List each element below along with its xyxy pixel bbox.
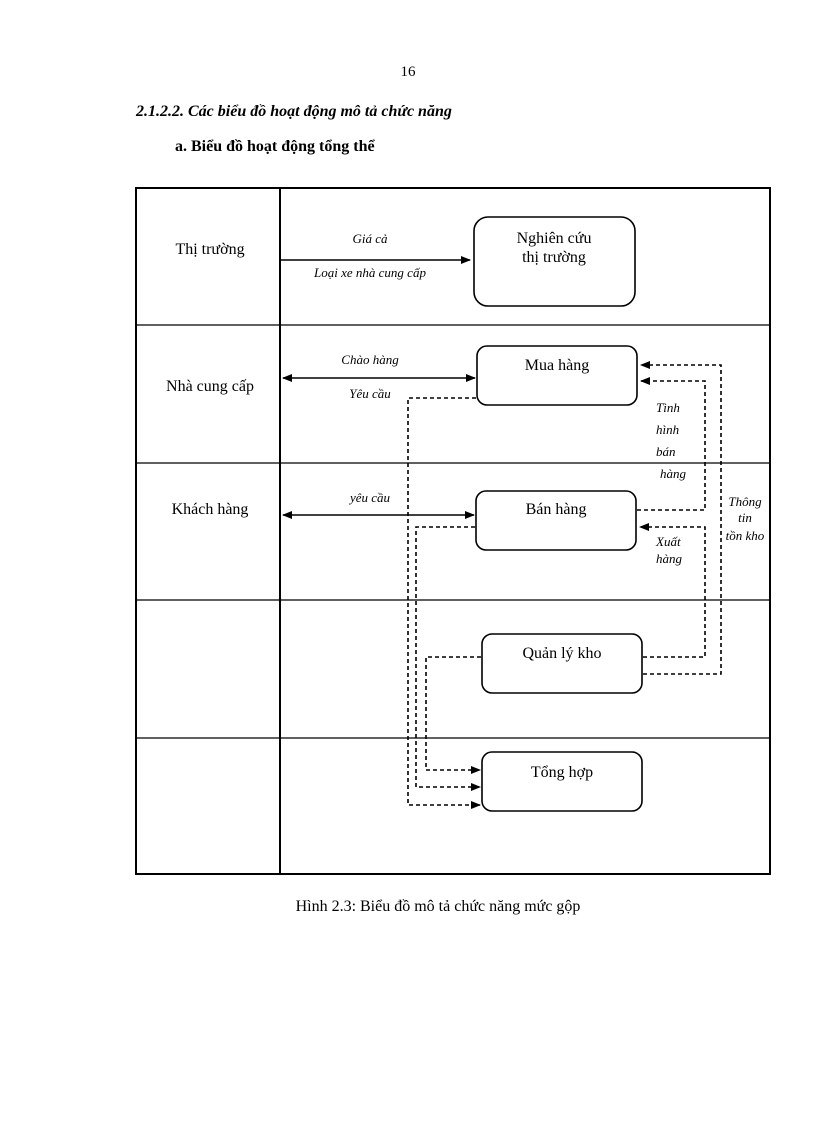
activity-label-quan-ly-kho: Quản lý kho	[522, 645, 601, 662]
activity-label-ban-hang: Bán hàng	[526, 501, 587, 518]
flow-quan-ly-kho-to-ban-hang	[639, 523, 706, 658]
page-number: 16	[400, 64, 416, 80]
flow-label-xuat-hang-2: hàng	[656, 551, 683, 566]
lane-label-thi-truong: Thị trường	[175, 241, 244, 258]
flow-ban-hang-to-tong-hop	[415, 526, 481, 791]
flow-label-xuat-hang-1: Xuất	[655, 534, 681, 549]
activity-label-mua-hang: Mua hàng	[525, 357, 589, 374]
flow-label-thong-tin-2: tin	[738, 510, 752, 525]
flow-mua-hang-to-tong-hop	[407, 397, 481, 809]
activity-label-nghien-cuu-line1: Nghiên cứu	[517, 230, 592, 247]
diagram-frame	[135, 187, 771, 875]
activity-tong-hop	[481, 751, 643, 812]
activity-nghien-cuu-thi-truong	[473, 216, 636, 307]
flow-label-thong-tin-3: tồn kho	[726, 528, 765, 543]
flow-label-loai-xe: Loại xe nhà cung cấp	[313, 265, 426, 280]
activity-mua-hang	[476, 345, 638, 406]
activity-label-tong-hop: Tổng hợp	[531, 764, 593, 781]
flow-quan-ly-kho-to-tong-hop	[425, 656, 481, 774]
section-heading: 2.1.2.2. Các biểu đồ hoạt động mô tả chứ…	[136, 103, 452, 120]
lane-label-nha-cung-cap: Nhà cung cấp	[166, 378, 254, 395]
lane-label-khach-hang: Khách hàng	[172, 501, 249, 518]
flow-label-tinh-hinh-4: hàng	[660, 466, 687, 481]
flow-label-thong-tin-1: Thông	[728, 494, 762, 509]
activity-label-nghien-cuu-line2: thị trường	[522, 249, 586, 266]
flow-label-yeu-cau-ncc: Yêu cầu	[349, 386, 391, 401]
sub-heading: a. Biểu đồ hoạt động tổng thể	[175, 138, 375, 155]
flow-quan-ly-kho-to-mua-hang	[640, 361, 722, 675]
flow-label-chao-hang: Chào hàng	[341, 352, 399, 367]
flow-label-tinh-hinh-1: Tình	[656, 400, 680, 415]
figure-caption: Hình 2.3: Biểu đồ mô tả chức năng mức gộ…	[295, 898, 581, 915]
activity-quan-ly-kho	[481, 633, 643, 694]
flow-label-tinh-hinh-3: bán	[656, 444, 676, 459]
flow-label-yeu-cau-kh: yêu cầu	[348, 490, 391, 505]
flow-label-tinh-hinh-2: hình	[656, 422, 679, 437]
activity-ban-hang	[475, 490, 637, 551]
flow-label-gia-ca: Giá cả	[352, 231, 388, 246]
